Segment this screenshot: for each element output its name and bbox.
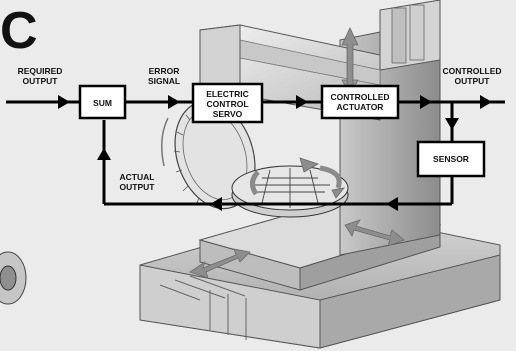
actuator-block: CONTROLLED ACTUATOR bbox=[322, 86, 398, 118]
required-output-arrowhead bbox=[58, 95, 70, 109]
actual-output-arrowhead bbox=[97, 148, 111, 160]
controlled-output-arrowhead bbox=[480, 95, 492, 109]
actual-output-label-line2: OUTPUT bbox=[120, 182, 156, 192]
sensor-label: SENSOR bbox=[433, 154, 469, 164]
actuator-label-line2: ACTUATOR bbox=[337, 102, 384, 112]
sensor-block: SENSOR bbox=[418, 142, 484, 176]
actuator-label-line1: CONTROLLED bbox=[330, 92, 389, 102]
controlled-output-label-line1: CONTROLLED bbox=[442, 66, 501, 76]
error-signal-arrowhead bbox=[168, 95, 180, 109]
sum-block: SUM bbox=[80, 86, 125, 118]
servo-label-line1: ELECTRIC bbox=[206, 89, 249, 99]
knob-illustration bbox=[0, 252, 26, 304]
actual-output-label-line1: ACTUAL bbox=[120, 172, 155, 182]
controlled-output-label-line2: OUTPUT bbox=[455, 76, 491, 86]
error-signal-label-line1: ERROR bbox=[149, 66, 180, 76]
servo-label-line2: CONTROL bbox=[206, 99, 248, 109]
required-output-label-line1: REQUIRED bbox=[18, 66, 63, 76]
required-output-label-line2: OUTPUT bbox=[23, 76, 59, 86]
error-signal-label-line2: SIGNAL bbox=[148, 76, 180, 86]
servo-label-line3: SERVO bbox=[213, 109, 243, 119]
panel-letter: C bbox=[0, 2, 38, 60]
servo-block: ELECTRIC CONTROL SERVO bbox=[193, 84, 262, 122]
sum-label: SUM bbox=[93, 98, 112, 108]
sensor-input-arrowhead bbox=[445, 118, 459, 130]
